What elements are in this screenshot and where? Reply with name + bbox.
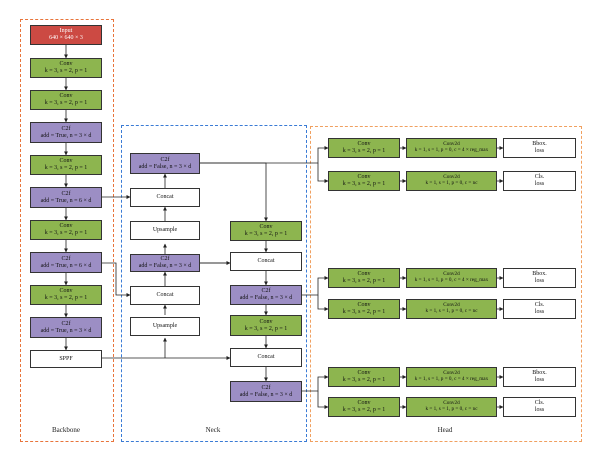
neck-region	[121, 125, 307, 442]
bbox-loss-node: Bbox.loss	[503, 268, 576, 288]
upsample-node: Upsample	[130, 317, 200, 336]
bbox-loss-node: Bbox.loss	[503, 138, 576, 158]
backbone-label: Backbone	[52, 426, 80, 434]
head-label: Head	[437, 426, 453, 434]
head-region	[310, 126, 582, 442]
backbone-region	[20, 19, 114, 442]
sppf-node: SPPF	[30, 350, 102, 368]
concat-node: Concat	[230, 348, 302, 367]
cls-loss-node: Cls.loss	[503, 299, 576, 319]
concat-node: Concat	[130, 188, 200, 207]
concat-node: Concat	[130, 286, 200, 305]
bbox-loss-node: Bbox.loss	[503, 367, 576, 387]
concat-node: Concat	[230, 252, 302, 271]
neck-label: Neck	[205, 426, 221, 434]
cls-loss-node: Cls.loss	[503, 171, 576, 191]
upsample-node: Upsample	[130, 221, 200, 240]
cls-loss-node: Cls.loss	[503, 397, 576, 417]
